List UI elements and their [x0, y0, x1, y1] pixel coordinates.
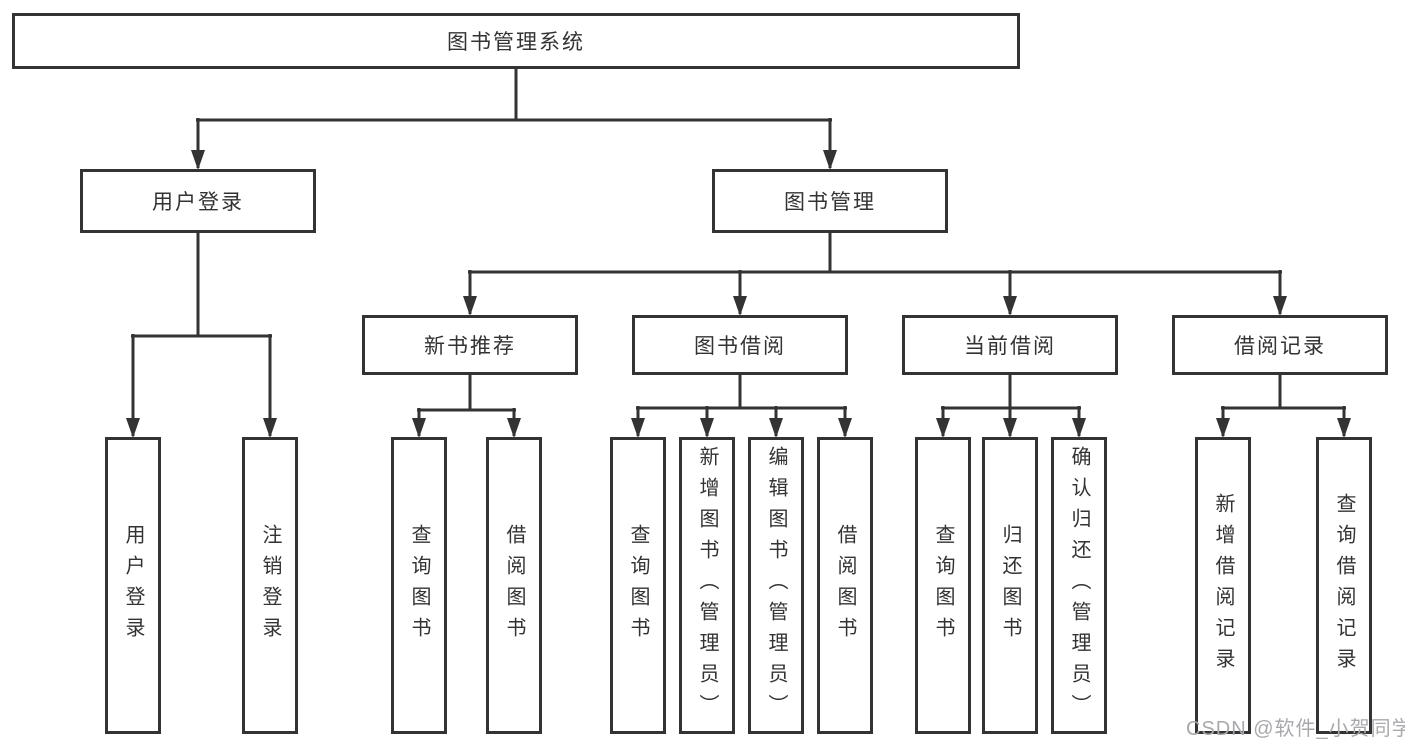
leaf-query-books-recommend: 查询图书 — [391, 437, 447, 734]
leaf-query-books-borrowing: 查询图书 — [610, 437, 666, 734]
node-borrowing-records: 借阅记录 — [1172, 315, 1388, 375]
leaf-add-borrow-record: 新增借阅记录 — [1195, 437, 1251, 734]
node-book-management-branch: 图书管理 — [712, 169, 948, 233]
leaf-borrow-books-recommend: 借阅图书 — [486, 437, 542, 734]
leaf-user-login: 用户登录 — [105, 437, 161, 734]
leaf-logout: 注销登录 — [242, 437, 298, 734]
node-book-borrowing: 图书借阅 — [632, 315, 848, 375]
node-user-login-branch: 用户登录 — [80, 169, 316, 233]
node-current-borrowing: 当前借阅 — [902, 315, 1118, 375]
leaf-query-books-current: 查询图书 — [915, 437, 971, 734]
leaf-add-books-admin: 新增图书（管理员） — [679, 437, 735, 734]
leaf-return-books: 归还图书 — [982, 437, 1038, 734]
node-root-library-system: 图书管理系统 — [12, 13, 1020, 69]
node-new-book-recommendation: 新书推荐 — [362, 315, 578, 375]
csdn-watermark: CSDN @软件_小贺同学 — [1186, 718, 1405, 740]
leaf-edit-books-admin: 编辑图书（管理员） — [748, 437, 804, 734]
leaf-query-borrow-record: 查询借阅记录 — [1316, 437, 1372, 734]
leaf-borrow-books: 借阅图书 — [817, 437, 873, 734]
leaf-confirm-return-admin: 确认归还（管理员） — [1051, 437, 1107, 734]
